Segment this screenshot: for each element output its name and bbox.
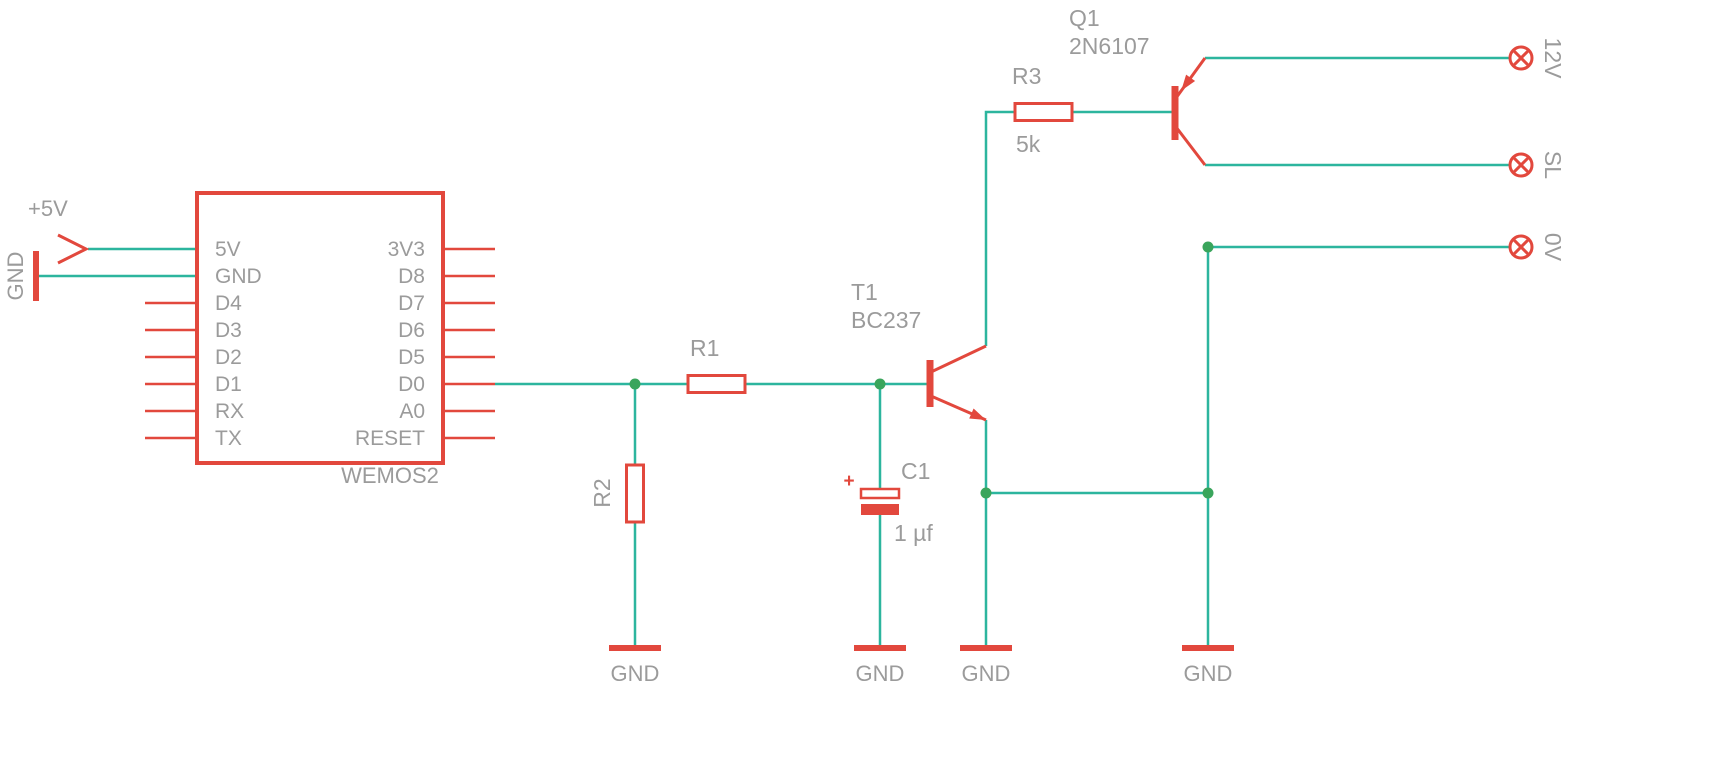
supply-5v-label: +5V (28, 196, 68, 221)
pin-label-tx: TX (215, 427, 242, 450)
resistor-r3: R3 5k (1012, 63, 1074, 157)
junction-dot (980, 487, 992, 499)
gnd-left-symbol: GND (3, 251, 39, 301)
q1-ref-label: Q1 (1069, 5, 1100, 31)
resistor-r1: R1 (686, 335, 747, 394)
capacitor-c1: + C1 1 µf (843, 458, 933, 546)
pin-label-d4: D4 (215, 292, 242, 315)
t1-value-label: BC237 (851, 307, 921, 333)
junctions (629, 241, 1214, 499)
junction-dot (629, 378, 641, 390)
junction-dot (874, 378, 886, 390)
q1-emitter-arrow-icon (1181, 74, 1196, 91)
pin-label-3v3: 3V3 (388, 238, 425, 261)
pin-label-gnd: GND (215, 265, 262, 288)
r2-ref-label: R2 (589, 478, 615, 507)
pin-label-d7: D7 (398, 292, 425, 315)
wires (36, 56, 1510, 648)
connector-sl-label: SL (1540, 151, 1566, 179)
connector-sl: SL (1508, 151, 1566, 179)
pad-x-icon (1512, 49, 1530, 67)
q1-collector-icon (1174, 126, 1207, 166)
resistor-body-icon (1013, 102, 1074, 122)
pin-label-rx: RX (215, 400, 244, 423)
pin-label-d5: D5 (398, 346, 425, 369)
t1-collector-icon (930, 344, 987, 374)
c1-value-label: 1 µf (894, 520, 933, 546)
module-outline (195, 191, 445, 465)
pin-label-d2: D2 (215, 346, 242, 369)
c1-polarity-mark: + (843, 471, 854, 492)
pin-label-d0: D0 (398, 373, 425, 396)
junction-dot (1202, 487, 1214, 499)
wire-t1-collector-to-r3 (984, 110, 1015, 346)
connector-0v: 0V (1508, 233, 1566, 262)
t1-ref-label: T1 (851, 279, 878, 305)
t1-emitter-arrow-icon (969, 408, 986, 420)
gnd-label: GND (962, 661, 1011, 686)
pin-label-d1: D1 (215, 373, 242, 396)
gnd-label: GND (1184, 661, 1233, 686)
connector-12v-label: 12V (1540, 38, 1566, 80)
r1-ref-label: R1 (690, 335, 719, 361)
gnd-symbol-r2: GND (609, 645, 661, 686)
gnd-left-label: GND (3, 252, 28, 301)
connector-12v: 12V (1508, 38, 1566, 80)
capacitor-plate-bottom-icon (861, 504, 899, 515)
r3-value-label: 5k (1016, 131, 1041, 157)
pin-label-d6: D6 (398, 319, 425, 342)
pin-label-a0: A0 (399, 400, 425, 423)
c1-ref-label: C1 (901, 458, 930, 484)
pin-label-reset: RESET (355, 427, 425, 450)
pad-x-icon (1512, 238, 1530, 256)
supply-5v: +5V (28, 196, 90, 265)
resistor-r2: R2 (589, 463, 645, 524)
resistor-body-icon (625, 463, 645, 524)
module-wemos2: 5V GND D4 D3 D2 D1 RX TX 3V3 D8 D7 D6 D5… (145, 191, 495, 488)
connector-0v-label: 0V (1540, 233, 1566, 262)
junction-dot (1202, 241, 1214, 253)
gnd-label: GND (856, 661, 905, 686)
q1-value-label: 2N6107 (1069, 33, 1150, 59)
pin-label-d8: D8 (398, 265, 425, 288)
transistor-q1: Q1 2N6107 (1069, 5, 1207, 166)
r3-ref-label: R3 (1012, 63, 1041, 89)
pin-label-d3: D3 (215, 319, 242, 342)
supply-arrow-icon (57, 233, 90, 265)
gnd-symbol-0v: GND (1182, 645, 1234, 686)
pad-x-icon (1512, 156, 1530, 174)
capacitor-plate-top-icon (859, 487, 901, 500)
pin-label-5v: 5V (215, 238, 241, 261)
transistor-t1: T1 BC237 (851, 279, 987, 422)
gnd-label: GND (611, 661, 660, 686)
module-name-label: WEMOS2 (341, 463, 439, 488)
resistor-body-icon (686, 374, 747, 394)
gnd-symbol-t1: GND (960, 645, 1012, 686)
gnd-symbol-c1: GND (854, 645, 906, 686)
